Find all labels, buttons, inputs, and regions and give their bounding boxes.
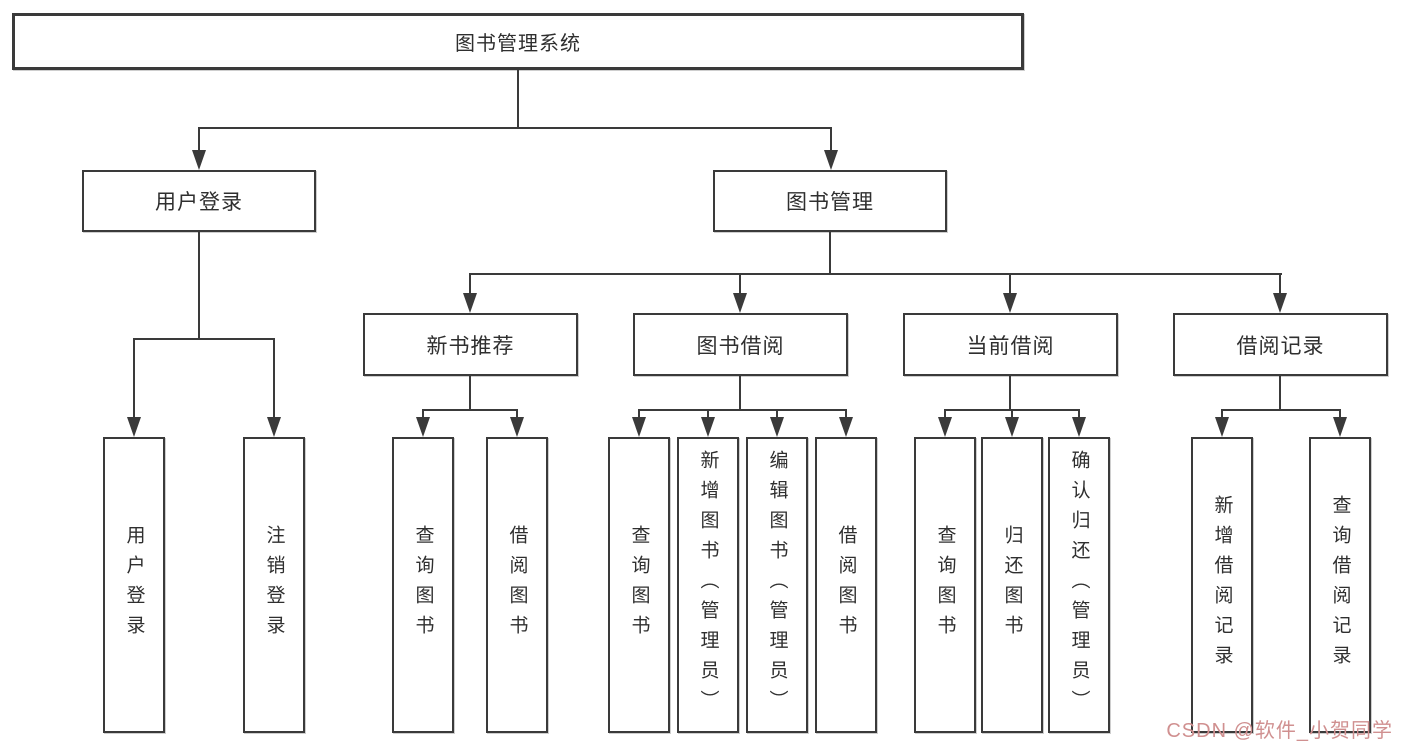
- leaf-borrow-books: 借阅图书: [486, 437, 548, 733]
- arrow-down-icon: [770, 417, 784, 437]
- csdn-watermark: CSDN @软件_小贺同学: [1166, 720, 1393, 742]
- connector-split-level3: [469, 273, 1282, 275]
- connector-mgmt-stem: [829, 232, 831, 273]
- leaf-query-books: 查询图书: [392, 437, 454, 733]
- arrow-down-icon: [1273, 293, 1287, 313]
- arrow-down-icon: [1215, 417, 1229, 437]
- connector-split: [638, 409, 847, 411]
- node-book-borrow: 图书借阅: [633, 313, 848, 376]
- arrow-down-icon: [127, 417, 141, 437]
- leaf-label: 查询图书: [412, 525, 434, 645]
- arrow-down-icon: [839, 417, 853, 437]
- connector-split-level2: [198, 127, 832, 129]
- arrow-down-icon: [1333, 417, 1347, 437]
- node-borrow-records: 借阅记录: [1173, 313, 1388, 376]
- node-label: 图书管理: [786, 191, 874, 214]
- connector-drop: [776, 409, 778, 420]
- node-label: 图书管理系统: [455, 33, 581, 55]
- arrow-down-icon: [192, 150, 206, 170]
- leaf-confirm-return-admin: 确认归还（管理员）: [1048, 437, 1110, 733]
- connector-drop: [707, 409, 709, 420]
- connector-split: [1221, 409, 1341, 411]
- connector-drop-login: [198, 127, 200, 153]
- connector-drop: [845, 409, 847, 420]
- leaf-query-books: 查询图书: [608, 437, 670, 733]
- leaf-logout: 注销登录: [243, 437, 305, 733]
- connector-drop: [944, 409, 946, 420]
- arrow-down-icon: [701, 417, 715, 437]
- node-label: 当前借阅: [966, 334, 1055, 358]
- arrow-down-icon: [632, 417, 646, 437]
- connector-drop: [739, 273, 741, 297]
- connector-drop: [422, 409, 424, 420]
- connector-stem: [739, 376, 741, 409]
- leaf-return-books: 归还图书: [981, 437, 1043, 733]
- leaf-label: 新增图书（管理员）: [697, 450, 719, 720]
- leaf-query-borrow-record: 查询借阅记录: [1309, 437, 1371, 733]
- arrow-down-icon: [267, 417, 281, 437]
- leaf-user-login: 用户登录: [103, 437, 165, 733]
- leaf-edit-books-admin: 编辑图书（管理员）: [746, 437, 808, 733]
- leaf-add-borrow-record: 新增借阅记录: [1191, 437, 1253, 733]
- node-new-book-recommend: 新书推荐: [363, 313, 578, 376]
- connector-root-stem: [517, 70, 519, 127]
- leaf-label: 归还图书: [1001, 525, 1023, 645]
- connector-drop-mgmt: [830, 127, 832, 153]
- leaf-label: 查询图书: [934, 525, 956, 645]
- node-current-borrow: 当前借阅: [903, 313, 1118, 376]
- leaf-label: 用户登录: [123, 525, 145, 645]
- leaf-borrow-books: 借阅图书: [815, 437, 877, 733]
- connector-drop: [1339, 409, 1341, 420]
- connector-drop: [1279, 273, 1281, 297]
- arrow-down-icon: [824, 150, 838, 170]
- connector-drop: [1009, 273, 1011, 297]
- node-label: 用户登录: [155, 191, 243, 214]
- connector-drop: [638, 409, 640, 420]
- leaf-label: 注销登录: [263, 525, 285, 645]
- connector-drop: [469, 273, 471, 297]
- connector-drop: [273, 338, 275, 420]
- arrow-down-icon: [416, 417, 430, 437]
- node-user-login: 用户登录: [82, 170, 316, 232]
- arrow-down-icon: [938, 417, 952, 437]
- node-book-management: 图书管理: [713, 170, 947, 232]
- connector-drop: [516, 409, 518, 420]
- arrow-down-icon: [510, 417, 524, 437]
- node-library-system: 图书管理系统: [12, 13, 1024, 70]
- connector-stem: [1009, 376, 1011, 409]
- leaf-label: 新增借阅记录: [1211, 495, 1233, 675]
- connector-drop: [133, 338, 135, 420]
- arrow-down-icon: [733, 293, 747, 313]
- leaf-label: 查询图书: [628, 525, 650, 645]
- connector-drop: [1078, 409, 1080, 420]
- leaf-label: 编辑图书（管理员）: [766, 450, 788, 720]
- leaf-add-books-admin: 新增图书（管理员）: [677, 437, 739, 733]
- arrow-down-icon: [1072, 417, 1086, 437]
- leaf-label: 借阅图书: [835, 525, 857, 645]
- connector-login-stem: [198, 232, 200, 338]
- leaf-label: 查询借阅记录: [1329, 495, 1351, 675]
- arrow-down-icon: [1005, 417, 1019, 437]
- leaf-label: 借阅图书: [506, 525, 528, 645]
- arrow-down-icon: [463, 293, 477, 313]
- node-label: 图书借阅: [696, 334, 785, 358]
- connector-drop: [1011, 409, 1013, 420]
- node-label: 新书推荐: [426, 334, 515, 358]
- leaf-label: 确认归还（管理员）: [1068, 450, 1090, 720]
- connector-stem: [1279, 376, 1281, 409]
- node-label: 借阅记录: [1236, 334, 1325, 358]
- connector-stem: [469, 376, 471, 409]
- leaf-query-books: 查询图书: [914, 437, 976, 733]
- connector-split: [422, 409, 518, 411]
- connector-drop: [1221, 409, 1223, 420]
- arrow-down-icon: [1003, 293, 1017, 313]
- connector-split-login: [133, 338, 275, 340]
